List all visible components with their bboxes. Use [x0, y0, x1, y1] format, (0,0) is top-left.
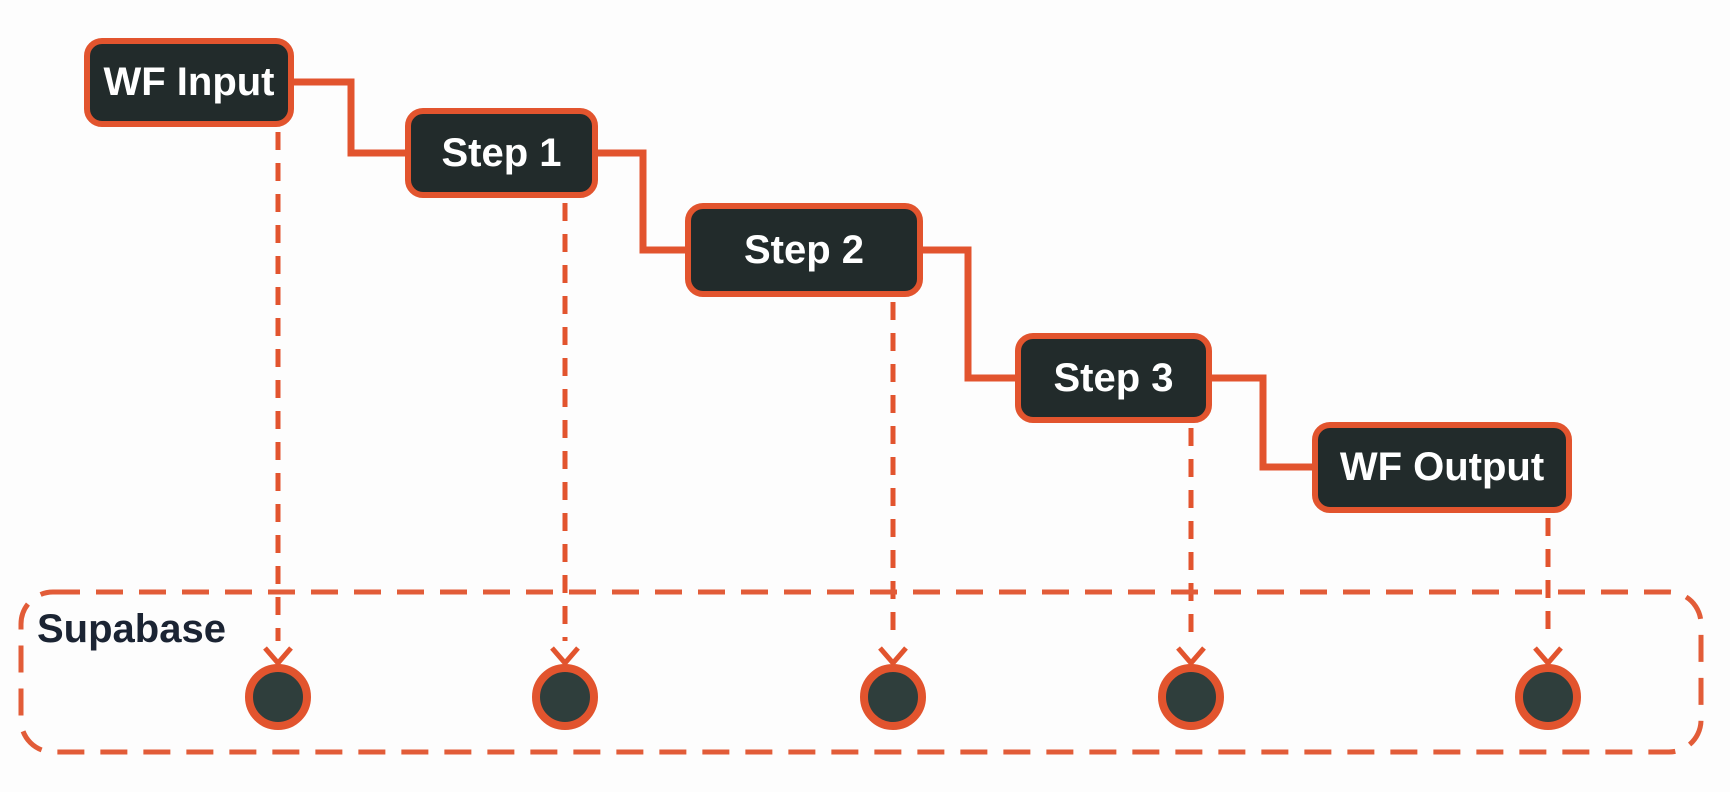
node-label: WF Output	[1339, 445, 1545, 489]
node-step-3: Step 3	[1015, 333, 1212, 423]
node-wf-input: WF Input	[84, 38, 294, 127]
supabase-group-label: Supabase	[37, 607, 226, 651]
arrowhead-icon	[263, 646, 293, 667]
node-label: WF Input	[103, 60, 275, 104]
node-label: Step 1	[441, 130, 562, 175]
edge-step2-step3	[923, 246, 1015, 382]
arrowhead-icon	[550, 646, 580, 667]
db-dot-step2	[860, 664, 926, 730]
edge-step1-step2	[598, 149, 685, 254]
db-dot-wfinput	[245, 664, 311, 730]
edge-step3-wfoutput	[1212, 374, 1312, 471]
db-dot-step1	[532, 664, 598, 730]
db-dot-wfoutput	[1515, 664, 1581, 730]
arrowhead-icon	[1176, 646, 1206, 667]
edge-wfinput-step1	[293, 78, 405, 157]
supabase-group-border	[18, 589, 1704, 755]
node-step-2: Step 2	[685, 203, 923, 297]
arrowhead-icon	[878, 646, 908, 667]
arrowhead-icon	[1533, 646, 1563, 667]
node-wf-output: WF Output	[1312, 422, 1572, 513]
db-dot-step3	[1158, 664, 1224, 730]
node-label: Step 3	[1053, 355, 1174, 400]
node-label: Step 2	[743, 227, 865, 272]
node-step-1: Step 1	[405, 108, 598, 198]
